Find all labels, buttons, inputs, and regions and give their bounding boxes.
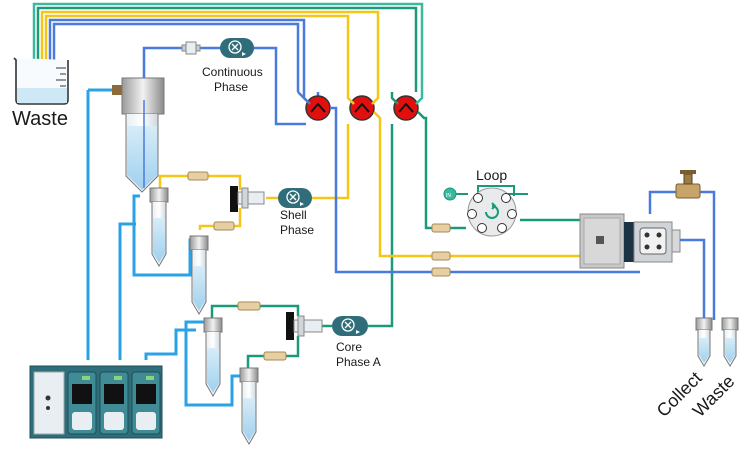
injection-port-label: IN: [446, 193, 451, 199]
waste-tube: [721, 317, 739, 367]
continuous-phase-label-1: Continuous: [202, 65, 263, 79]
shell-phase-label-2: Phase: [280, 223, 314, 237]
shell-tube-1: [149, 187, 169, 267]
waste-label: Waste: [12, 108, 68, 130]
core-pump-icon[interactable]: [332, 316, 368, 336]
injection-valve-icon[interactable]: [467, 187, 517, 237]
inline-filter: [181, 41, 201, 55]
waste-beaker-icon: [13, 57, 69, 105]
valve-blue-icon[interactable]: [297, 91, 640, 274]
waste-return-lines: [32, 2, 424, 92]
collect-tube: [695, 317, 713, 367]
shell-phase-label-1: Shell: [280, 208, 307, 222]
core-phase-label-2: Phase A: [336, 355, 381, 369]
core-tube-2: [239, 367, 259, 445]
continuous-pump-icon[interactable]: [220, 38, 254, 58]
valve-green-icon[interactable]: [390, 92, 466, 230]
continuous-phase-label-2: Phase: [214, 80, 248, 94]
continuous-reservoir-icon: [112, 77, 165, 193]
shell-check-valve-icon[interactable]: [230, 186, 265, 212]
shell-tube-2: [189, 235, 209, 315]
loop-label: Loop: [476, 167, 507, 183]
core-check-valve-icon[interactable]: [286, 312, 323, 340]
core-tube-1: [203, 317, 223, 397]
microfluidic-chip-icon[interactable]: [579, 213, 681, 269]
pressure-controller-icon[interactable]: [29, 365, 163, 439]
injection-port-icon[interactable]: IN: [443, 187, 457, 201]
shell-pump-icon[interactable]: [278, 188, 312, 208]
valve-yellow-icon[interactable]: [346, 92, 590, 258]
outlet-valve-icon[interactable]: [675, 170, 701, 199]
core-phase-label-1: Core: [336, 340, 362, 354]
